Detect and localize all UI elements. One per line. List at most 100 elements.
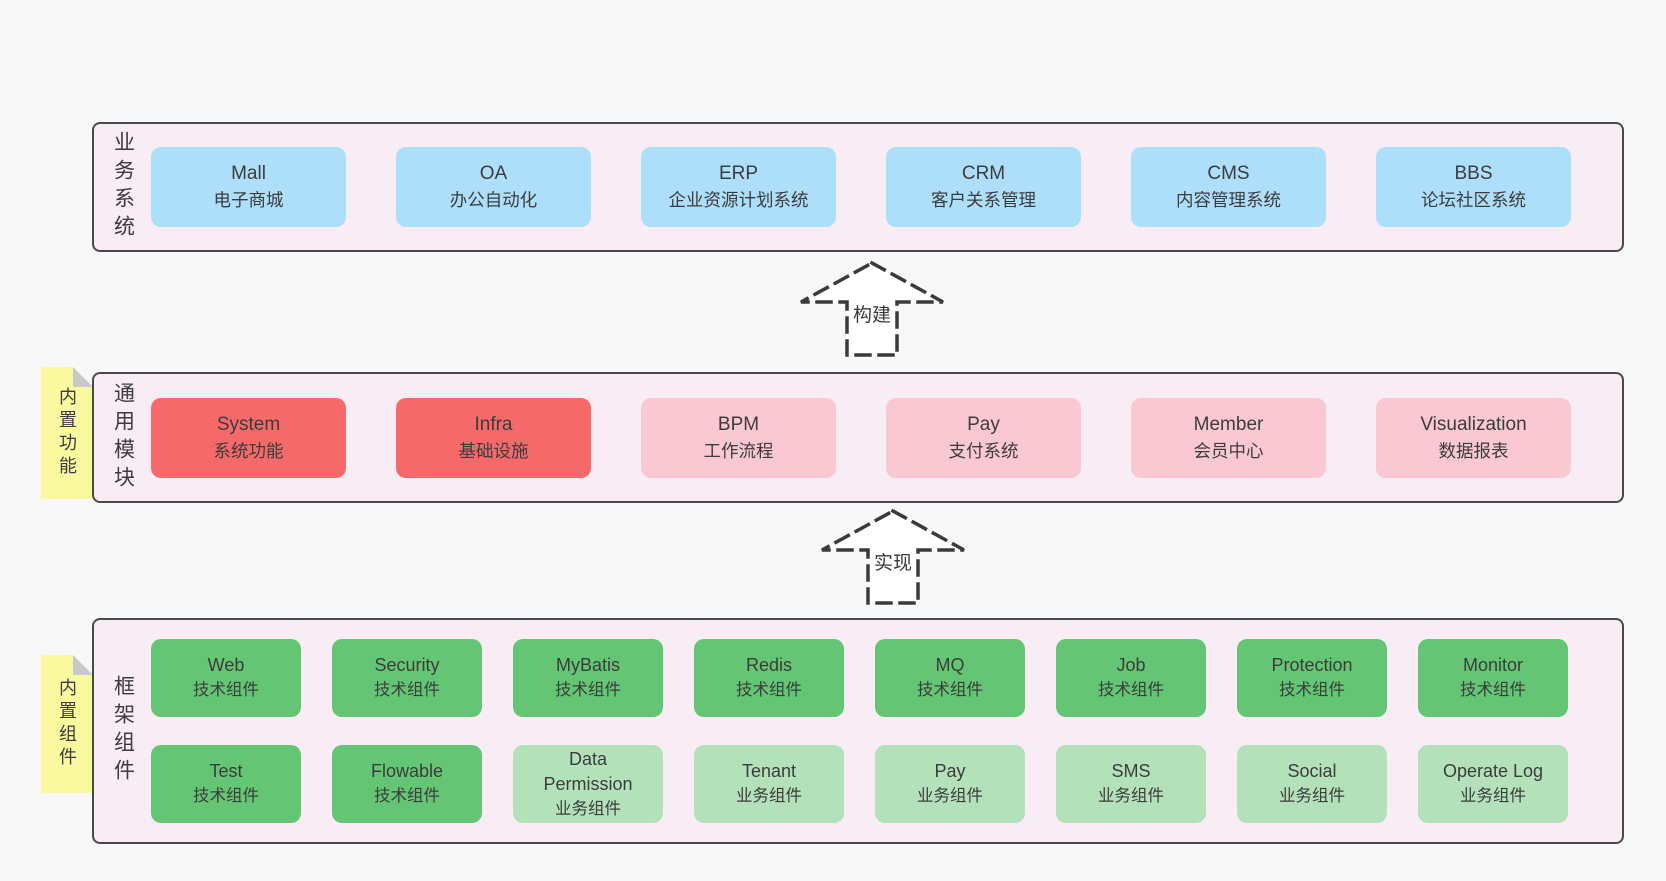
panel-label-modules: 通用模块 [111,381,135,494]
box-subtitle: 企业资源计划系统 [668,190,809,210]
box-title: MyBatis [555,655,620,675]
box-protection: Protection 技术组件 [1237,639,1387,717]
box-title: Member [1193,413,1264,435]
box-title: Job [1116,655,1146,675]
box-member: Member 会员中心 [1131,397,1326,478]
box-redis: Redis 技术组件 [694,639,844,717]
panel-common-modules: 通用模块 System 系统功能 Infra 基础设施 BPM 工作流程 Pay… [92,372,1624,503]
module-boxes: System 系统功能 Infra 基础设施 BPM 工作流程 Pay 支付系统… [151,397,1622,478]
box-subtitle: 内容管理系统 [1176,190,1281,210]
panel-framework-components: 框架组件 Web 技术组件 Security 技术组件 MyBatis 技术组件… [92,618,1624,844]
box-subtitle: 技术组件 [374,787,440,805]
panel-label-business: 业务系统 [111,131,135,243]
box-subtitle: 技术组件 [1098,681,1164,699]
box-pay-module: Pay 支付系统 [886,397,1081,478]
box-title: Security [374,655,440,675]
box-title: Mall [231,163,266,184]
box-subtitle: 业务组件 [1279,787,1345,805]
box-title: MQ [935,655,965,675]
framework-row-1: Web 技术组件 Security 技术组件 MyBatis 技术组件 Redi… [151,639,1622,717]
box-subtitle: 技术组件 [1279,681,1345,699]
box-flowable: Flowable 技术组件 [332,745,482,823]
note-text: 内置组件 [57,678,77,770]
box-title: SMS [1111,761,1151,781]
box-title: Pay [934,761,966,781]
box-subtitle: 业务组件 [1460,787,1526,805]
box-subtitle: 技术组件 [193,787,259,805]
framework-row-2: Test 技术组件 Flowable 技术组件 Data Permission … [151,745,1622,823]
box-data-permission: Data Permission 业务组件 [513,745,663,823]
box-monitor: Monitor 技术组件 [1418,639,1568,717]
box-title: ERP [718,163,759,184]
box-title: Web [207,655,245,675]
box-subtitle: 办公自动化 [449,190,538,210]
box-bpm: BPM 工作流程 [641,397,836,478]
box-subtitle: 业务组件 [1098,787,1164,805]
panel-label-framework: 框架组件 [111,675,135,787]
box-subtitle: 会员中心 [1193,440,1264,461]
box-subtitle: 技术组件 [1460,681,1526,699]
box-subtitle: 电子商城 [213,190,284,210]
box-title: Protection [1271,655,1353,675]
box-title: CMS [1207,163,1250,184]
box-security: Security 技术组件 [332,639,482,717]
box-mall: Mall 电子商城 [151,147,346,227]
box-title: Flowable [370,761,444,781]
box-operate-log: Operate Log 业务组件 [1418,745,1568,823]
box-pay-component: Pay 业务组件 [875,745,1025,823]
box-bbs: BBS 论坛社区系统 [1376,147,1571,227]
box-subtitle: 业务组件 [917,787,983,805]
box-title: Social [1287,761,1337,781]
box-subtitle: 基础设施 [458,440,529,461]
box-subtitle: 技术组件 [555,681,621,699]
box-title: Tenant [741,761,797,781]
box-title: Pay [967,413,1000,435]
box-title: Infra [474,413,513,435]
box-job: Job 技术组件 [1056,639,1206,717]
box-subtitle: 技术组件 [917,681,983,699]
box-title: Data Permission [543,748,633,794]
box-subtitle: 支付系统 [948,440,1019,461]
arrow-implement-label: 实现 [870,548,916,575]
box-title: Redis [745,655,793,675]
box-subtitle: 客户关系管理 [931,190,1036,210]
box-cms: CMS 内容管理系统 [1131,147,1326,227]
box-infra: Infra 基础设施 [396,397,591,478]
box-title: BBS [1454,163,1493,184]
box-title: Monitor [1462,655,1524,675]
box-title: Test [209,761,243,781]
box-title: CRM [961,163,1006,184]
box-title: BPM [717,413,760,435]
box-mq: MQ 技术组件 [875,639,1025,717]
box-erp: ERP 企业资源计划系统 [641,147,836,227]
box-web: Web 技术组件 [151,639,301,717]
note-built-in-features: 内置功能 [41,367,93,499]
note-text: 内置功能 [57,387,77,479]
box-system: System 系统功能 [151,397,346,478]
box-title: OA [479,163,508,184]
box-oa: OA 办公自动化 [396,147,591,227]
box-subtitle: 数据报表 [1438,440,1509,461]
arrow-build-label: 构建 [849,300,895,327]
box-title: System [216,413,281,435]
box-mybatis: MyBatis 技术组件 [513,639,663,717]
box-subtitle: 技术组件 [374,681,440,699]
box-subtitle: 论坛社区系统 [1421,190,1526,210]
panel-business-systems: 业务系统 Mall 电子商城 OA 办公自动化 ERP 企业资源计划系统 CRM… [92,122,1624,252]
box-subtitle: 系统功能 [213,440,284,461]
framework-rows: Web 技术组件 Security 技术组件 MyBatis 技术组件 Redi… [151,639,1622,823]
box-subtitle: 工作流程 [703,440,774,461]
box-subtitle: 业务组件 [736,787,802,805]
box-title: Visualization [1420,413,1527,435]
box-test: Test 技术组件 [151,745,301,823]
box-subtitle: 技术组件 [736,681,802,699]
box-tenant: Tenant 业务组件 [694,745,844,823]
arrow-build: 构建 [797,260,947,358]
box-subtitle: 技术组件 [193,681,259,699]
box-visualization: Visualization 数据报表 [1376,397,1571,478]
arrow-implement: 实现 [818,508,968,606]
box-sms: SMS 业务组件 [1056,745,1206,823]
note-built-in-components: 内置组件 [41,655,93,793]
box-subtitle: 业务组件 [555,799,621,818]
